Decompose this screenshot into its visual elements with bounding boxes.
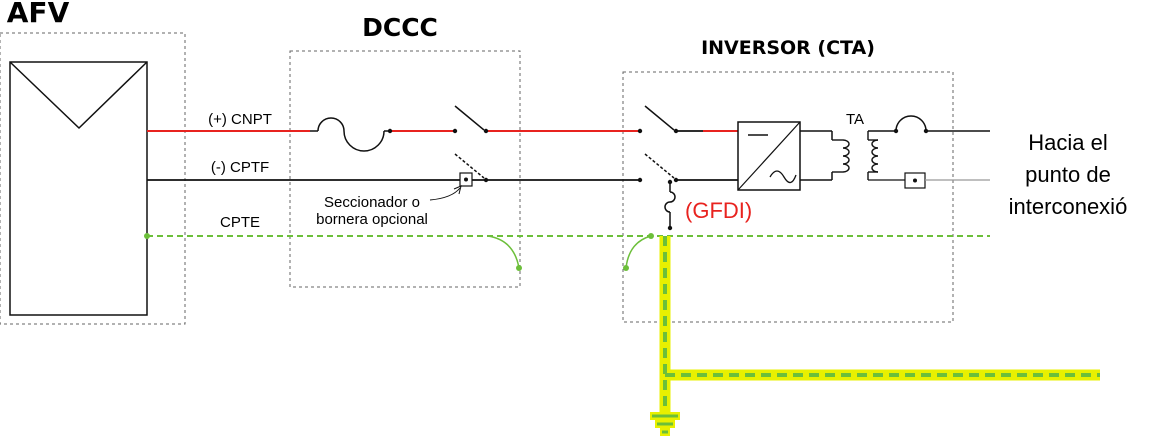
ac-fuse-symbol (868, 115, 990, 134)
isolation-transformer-symbol (832, 131, 879, 180)
ta-label: TA (846, 111, 864, 128)
dccc-title: DCCC (362, 13, 438, 42)
callout-arrow (429, 185, 462, 201)
terminal-block-symbol (459, 172, 473, 187)
seccionador-label-line2: bornera opcional (316, 211, 428, 228)
earth-ground-icon (650, 412, 680, 436)
destination-label-line2: punto de (1025, 162, 1111, 187)
gfdi-label: (GFDI) (685, 198, 752, 223)
gfdi-fuse-symbol (664, 179, 676, 231)
grounding-electrode-conductor (659, 236, 1100, 415)
destination-label-line1: Hacia el (1028, 130, 1107, 155)
ac-neutral-line (868, 172, 990, 189)
afv-title: AFV (7, 0, 70, 29)
inversor-enclosure (622, 71, 954, 323)
cpte-label: CPTE (220, 214, 260, 231)
seccionador-label-line1: Seccionador o (324, 194, 420, 211)
afv-enclosure (0, 32, 186, 325)
ground-conductor (144, 233, 990, 271)
inversor-title: INVERSOR (CTA) (701, 37, 875, 59)
cnpt-label: (+) CNPT (208, 111, 272, 128)
pv-module-symbol (9, 61, 148, 316)
dccc-enclosure (289, 50, 521, 288)
ac-output-wiring (800, 130, 833, 181)
dc-ac-converter-symbol (737, 121, 801, 191)
dccc-disconnect-switch (452, 105, 489, 183)
inverter-disconnect-switch (637, 105, 738, 183)
dc-fuse-symbol (310, 117, 393, 152)
cptf-label: (-) CPTF (211, 159, 269, 176)
destination-label-line3: interconexió (1009, 194, 1128, 219)
